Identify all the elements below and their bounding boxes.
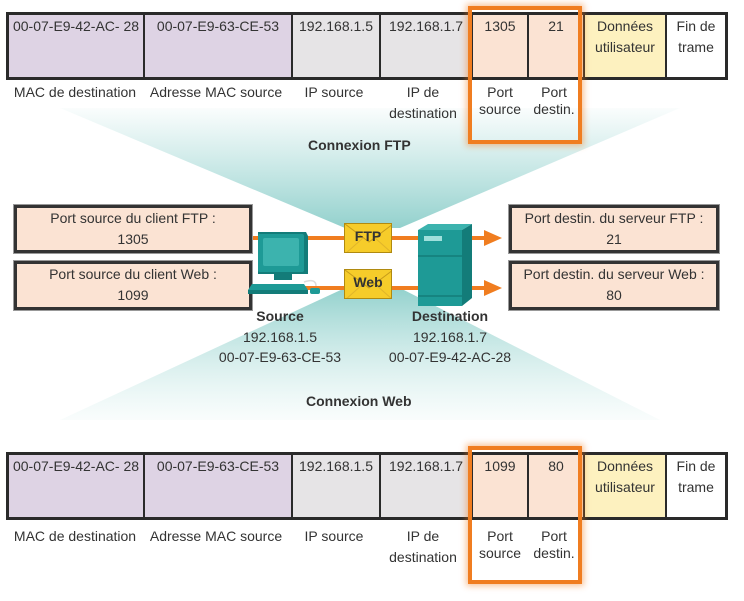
ftp-envelope-label: FTP [354,228,382,244]
envelope-icon [345,270,391,298]
computer-icon [248,232,320,294]
server-web-port-label: Port destin. du serveur Web : [523,266,705,282]
label-src-mac: Adresse MAC source [149,528,283,544]
ftp-frame: 00-07-E9-42-AC- 28 00-07-E9-63-CE-53 192… [6,12,728,80]
web-connection-funnel [60,288,660,420]
client-web-port-label: Port source du client Web : [49,266,217,282]
port-highlight-ftp [468,6,582,144]
server-icon [418,224,472,306]
ftp-connection-funnel [60,108,680,228]
server-web-port-value: 80 [606,287,622,303]
web-frame: 00-07-E9-42-AC- 28 00-07-E9-63-CE-53 192… [6,452,728,520]
server-ftp-port-label: Port destin. du serveur FTP : [524,210,704,226]
frame-cell-dest-port: 80 [529,455,585,517]
server-ftp-port-value: 21 [606,231,622,247]
web-envelope: Web [344,269,392,299]
frame-cell-src-port: 1099 [473,455,529,517]
destination-title: Destination [411,308,489,324]
ftp-arrow-icon [484,230,502,246]
web-connection-title: Connexion Web [306,393,412,409]
frame-cell-src-mac: 00-07-E9-63-CE-53 [145,455,293,517]
label-dest-mac: MAC de destination [13,528,137,544]
web-arrow-icon [484,280,502,296]
frame-cell-src-mac: 00-07-E9-63-CE-53 [145,15,293,77]
ftp-connection-title: Connexion FTP [308,137,411,153]
frame-cell-src-ip: 192.168.1.5 [293,15,381,77]
client-ftp-port-label: Port source du client FTP : [50,210,216,226]
source-mac: 00-07-E9-63-CE-53 [218,349,342,365]
frame-cell-dest-ip: 192.168.1.7 [381,455,473,517]
client-web-port-box: Port source du client Web : 1099 [14,261,252,310]
client-ftp-port-box: Port source du client FTP : 1305 [14,205,252,253]
frame-cell-src-ip: 192.168.1.5 [293,455,381,517]
destination-mac: 00-07-E9-42-AC-28 [388,349,512,365]
destination-ip: 192.168.1.7 [413,329,487,345]
ftp-envelope: FTP [344,223,392,253]
source-title: Source [256,308,304,324]
frame-cell-dest-port: 21 [529,15,585,77]
frame-cell-dest-mac: 00-07-E9-42-AC- 28 [9,15,145,77]
port-highlight-web [468,446,582,584]
label-src-ip: IP source [304,84,364,100]
frame-cell-dest-mac: 00-07-E9-42-AC- 28 [9,455,145,517]
source-ip: 192.168.1.5 [243,329,317,345]
label-src-ip: IP source [304,528,364,544]
server-ftp-port-box: Port destin. du serveur FTP : 21 [509,205,719,253]
envelope-icon [345,224,391,252]
label-src-mac: Adresse MAC source [149,84,283,100]
frame-cell-src-port: 1305 [473,15,529,77]
web-envelope-label: Web [353,274,383,290]
server-web-port-box: Port destin. du serveur Web : 80 [509,261,719,310]
label-dest-mac: MAC de destination [13,84,137,100]
client-ftp-port-value: 1305 [117,231,149,247]
frame-cell-dest-ip: 192.168.1.7 [381,15,473,77]
client-web-port-value: 1099 [117,287,149,303]
